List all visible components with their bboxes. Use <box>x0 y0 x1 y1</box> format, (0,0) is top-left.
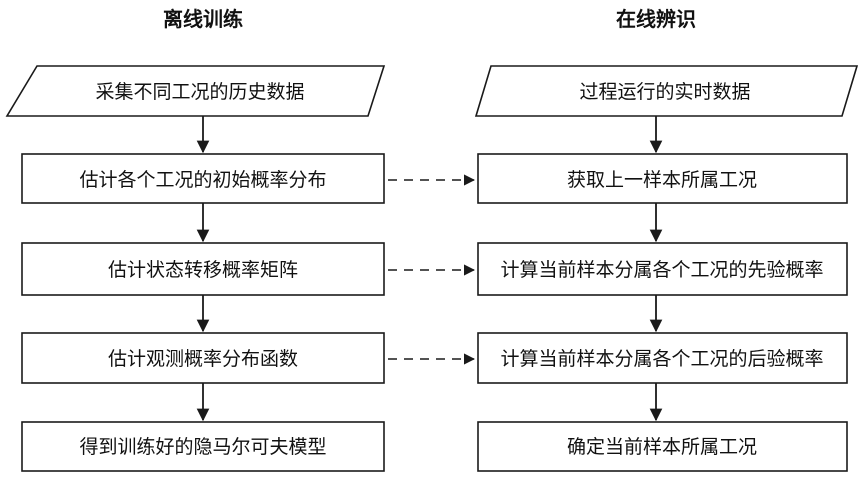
offline-step-4-label: 得到训练好的隐马尔可夫模型 <box>79 436 326 458</box>
offline-step-1-label: 估计各个工况的初始概率分布 <box>79 169 326 191</box>
online-step-1-label: 获取上一样本所属工况 <box>567 169 757 191</box>
online-step-3-label: 计算当前样本分属各个工况的后验概率 <box>500 348 823 370</box>
online-step-2-label: 计算当前样本分属各个工况的先验概率 <box>500 259 823 281</box>
online-step-4-label: 确定当前样本所属工况 <box>567 436 757 458</box>
online-input-label: 过程运行的实时数据 <box>579 81 750 103</box>
offline-step-3-label: 估计观测概率分布函数 <box>108 348 298 370</box>
online-identification-header: 在线辨识 <box>616 7 696 31</box>
offline-step-2-label: 估计状态转移概率矩阵 <box>108 259 298 281</box>
offline-input-label: 采集不同工况的历史数据 <box>95 81 304 103</box>
offline-training-header: 离线训练 <box>163 7 243 31</box>
